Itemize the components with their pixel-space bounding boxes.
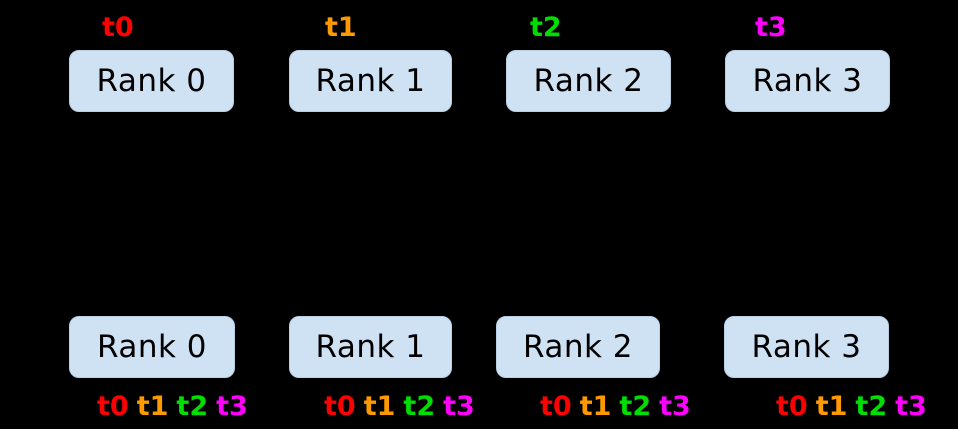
rank-3-gathered-tensor-labels: t0 t1 t2 t3: [776, 391, 927, 422]
rank-2-gathered-tensor-labels: t0 t1 t2 t3: [540, 391, 691, 422]
tensor-label-t1: t1: [363, 391, 396, 422]
tensor-label-t2: t2: [176, 391, 209, 422]
rank-3-box-top: Rank 3: [725, 50, 890, 112]
top-tensor-label-t1: t1: [325, 12, 357, 43]
rank-2-box-top: Rank 2: [506, 50, 671, 112]
tensor-label-t0: t0: [324, 391, 356, 422]
rank-0-gathered-tensor-labels: t0 t1 t2 t3: [97, 391, 248, 422]
top-tensor-label-t2: t2: [530, 12, 562, 43]
tensor-label-t0: t0: [540, 391, 572, 422]
tensor-label-t1: t1: [579, 391, 612, 422]
rank-1-box-bottom: Rank 1: [289, 316, 452, 378]
tensor-label-t1: t1: [136, 391, 169, 422]
tensor-label-t3: t3: [216, 391, 248, 422]
tensor-label-t3: t3: [895, 391, 927, 422]
rank-0-box-bottom: Rank 0: [69, 316, 235, 378]
tensor-label-t0: t0: [776, 391, 808, 422]
tensor-label-t2: t2: [619, 391, 652, 422]
rank-0-box-top: Rank 0: [69, 50, 234, 112]
tensor-label-t1: t1: [815, 391, 848, 422]
rank-3-box-bottom: Rank 3: [724, 316, 889, 378]
tensor-label-t3: t3: [659, 391, 691, 422]
rank-2-box-bottom: Rank 2: [496, 316, 660, 378]
top-tensor-label-t3: t3: [755, 12, 787, 43]
tensor-label-t0: t0: [97, 391, 129, 422]
tensor-label-t2: t2: [855, 391, 888, 422]
rank-1-gathered-tensor-labels: t0 t1 t2 t3: [324, 391, 475, 422]
rank-1-box-top: Rank 1: [289, 50, 452, 112]
top-tensor-label-t0: t0: [102, 12, 134, 43]
tensor-label-t3: t3: [443, 391, 475, 422]
tensor-label-t2: t2: [403, 391, 436, 422]
